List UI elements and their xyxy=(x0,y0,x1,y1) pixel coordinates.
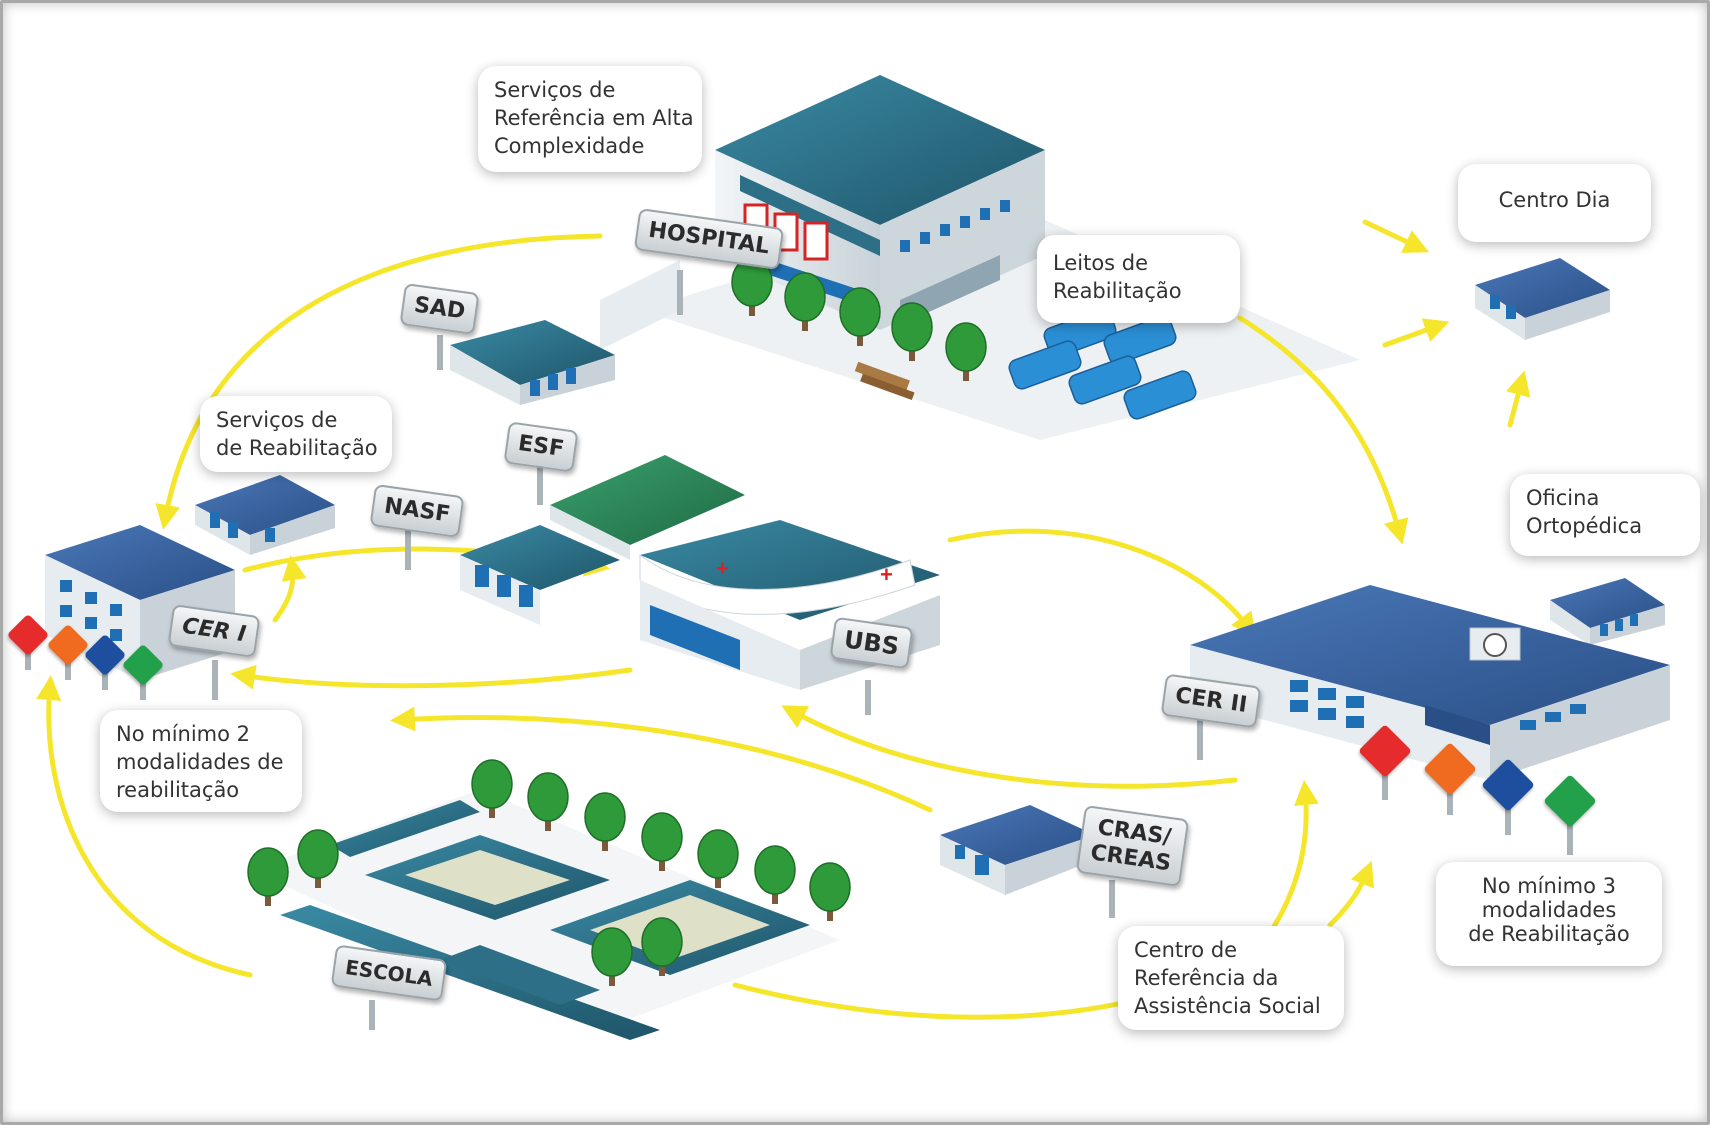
school-complex xyxy=(280,800,810,1040)
tree-icon xyxy=(247,847,289,906)
tree-icon xyxy=(527,772,569,831)
bench xyxy=(854,361,915,401)
callout-line: Complexidade xyxy=(494,134,645,158)
parked-cars xyxy=(1008,308,1197,420)
arrow-day-1 xyxy=(1362,219,1430,253)
arrow-social-to-cer2 xyxy=(1327,860,1375,928)
arrow-ubs-to-cer2 xyxy=(947,528,1256,639)
tree-icon xyxy=(641,812,683,871)
sad-building xyxy=(450,320,615,405)
tree-icon xyxy=(584,792,626,851)
callout-rehab-services: Serviços de de Reabilitação xyxy=(200,396,392,472)
tree-icon xyxy=(471,759,513,818)
tree-icon xyxy=(697,829,739,888)
arrow-cras-to-cer1 xyxy=(390,706,933,813)
callout-line: No mínimo 3 xyxy=(1481,874,1616,898)
callout-min2: No mínimo 2 modalidades de reabilitação xyxy=(100,710,302,812)
trees xyxy=(247,257,987,986)
rehab-services-house xyxy=(195,475,335,555)
sign-label: SAD xyxy=(412,292,467,325)
sign-label: ESCOLA xyxy=(343,954,435,992)
callout-line: Reabilitação xyxy=(1053,279,1182,303)
callout-day-center: Centro Dia xyxy=(1458,164,1651,242)
callout-line: Assistência Social xyxy=(1134,994,1321,1018)
arrow-cer2-to-ubs xyxy=(781,705,1238,789)
cer2-building xyxy=(1190,585,1670,780)
sign-label: CER II xyxy=(1173,683,1249,718)
callout-line: Referência em Alta xyxy=(494,106,694,130)
callout-line: Referência da xyxy=(1134,966,1279,990)
orthopedic-house xyxy=(1550,578,1665,645)
arrow-beds-to-cer2 xyxy=(1237,315,1409,545)
callout-line: Leitos de xyxy=(1053,251,1149,275)
callout-social: Centro de Referência da Assistência Soci… xyxy=(1118,926,1344,1030)
tree-icon xyxy=(784,272,826,331)
callout-line: Centro de xyxy=(1134,938,1238,962)
callout-line: de Reabilitação xyxy=(1468,922,1630,946)
day-center-house xyxy=(1475,258,1610,340)
callout-line: de Reabilitação xyxy=(216,436,378,460)
arrow-day-2 xyxy=(1382,318,1450,348)
callout-line: Serviços de xyxy=(494,78,616,102)
sign-label: CER I xyxy=(180,613,248,648)
tree-icon xyxy=(754,845,796,904)
tree-icon xyxy=(641,917,683,976)
tree-icon xyxy=(809,862,851,921)
sign-label: ESF xyxy=(516,430,566,463)
svg-text:+: + xyxy=(716,556,729,581)
callout-min3: No mínimo 3 modalidades de Reabilitação xyxy=(1436,862,1662,966)
callout-line: No mínimo 2 xyxy=(116,722,251,746)
tree-icon xyxy=(891,302,933,361)
arrow-day-3 xyxy=(1506,370,1531,428)
sign-label: UBS xyxy=(842,625,901,661)
callout-hospital-services: Serviços de Referência em Alta Complexid… xyxy=(478,66,702,172)
callout-line: reabilitação xyxy=(116,778,240,802)
callout-line: modalidades xyxy=(1481,898,1617,922)
callout-line: Centro Dia xyxy=(1498,188,1611,212)
callout-beds: Leitos de Reabilitação xyxy=(1037,235,1240,323)
tree-icon xyxy=(839,287,881,346)
callout-line: Serviços de xyxy=(216,408,338,432)
callout-line: modalidades de xyxy=(116,750,284,774)
svg-text:+: + xyxy=(880,562,893,587)
cras-house xyxy=(940,805,1095,895)
tree-icon xyxy=(297,829,339,888)
sign-label: NASF xyxy=(382,493,452,528)
callout-line: Oficina xyxy=(1526,486,1600,510)
arrow-ubs-to-cer1 xyxy=(230,664,633,690)
flow-arrows xyxy=(36,219,1531,1020)
arrow-hospital-to-cer1 xyxy=(155,233,603,530)
tree-icon xyxy=(945,322,987,381)
callout-orthopedic: Oficina Ortopédica xyxy=(1510,474,1700,556)
tree-icon xyxy=(591,927,633,986)
arrow-escola-loop xyxy=(36,675,253,978)
sign-cras: CRAS/ CREAS xyxy=(1075,805,1190,887)
sign-label: HOSPITAL xyxy=(646,217,771,260)
arrow-cer1-up xyxy=(272,555,307,623)
callout-line: Ortopédica xyxy=(1526,514,1643,538)
